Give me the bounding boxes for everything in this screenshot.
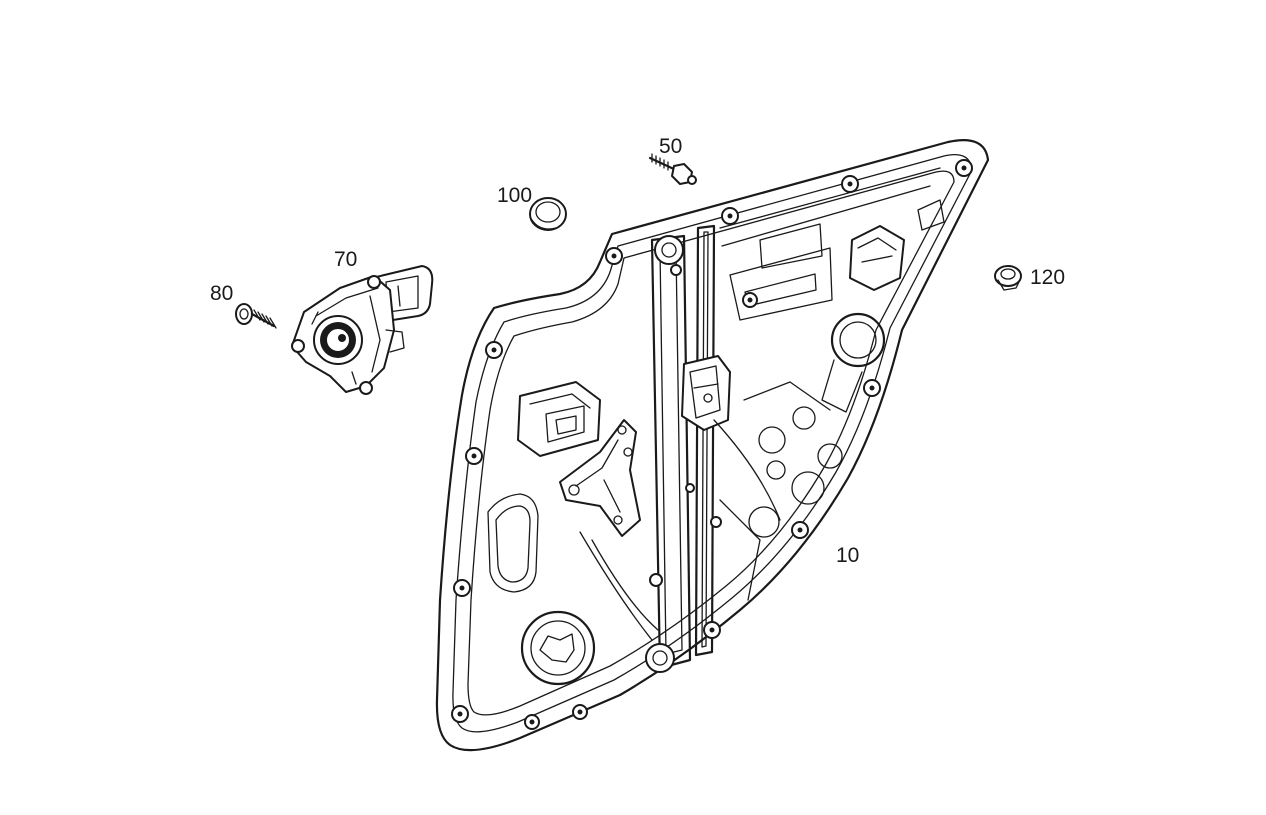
callout-50: 50 <box>659 135 682 158</box>
mounting-holes <box>451 159 973 730</box>
fastener-bolt <box>648 153 697 185</box>
callout-80: 80 <box>210 282 233 305</box>
retaining-clip <box>994 265 1022 291</box>
callout-70: 70 <box>334 248 357 271</box>
callout-120: 120 <box>1030 266 1065 289</box>
window-motor <box>291 265 434 395</box>
motor-screw <box>235 303 277 329</box>
plug-cap <box>529 197 567 231</box>
door-module-panel <box>435 139 990 752</box>
callout-10: 10 <box>836 544 859 567</box>
callout-100: 100 <box>497 184 532 207</box>
